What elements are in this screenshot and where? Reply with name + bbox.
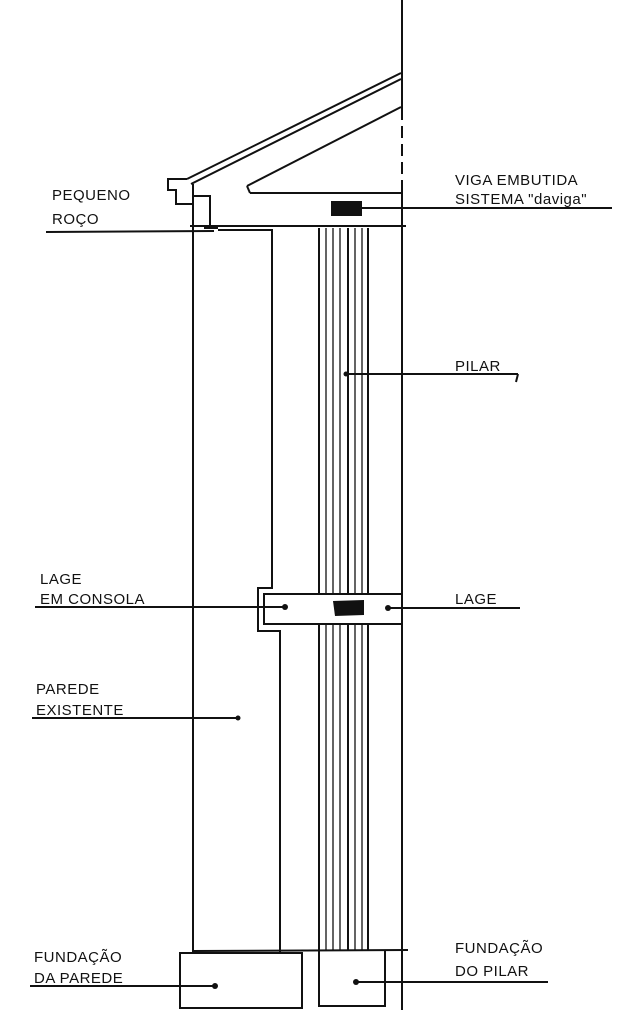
existing-wall [192, 184, 281, 952]
label-pilar: PILAR [455, 358, 501, 375]
label-fundacao-pilar-2: DO PILAR [455, 963, 529, 980]
leader-lines [30, 207, 612, 989]
label-lage-consola-2: EM CONSOLA [40, 591, 145, 608]
wall-foundation [179, 952, 303, 1009]
label-viga-embutida-1: VIGA EMBUTIDA [455, 172, 578, 189]
label-parede-1: PAREDE [36, 681, 100, 698]
label-lage: LAGE [455, 591, 497, 608]
label-fundacao-parede-2: DA PAREDE [34, 970, 123, 987]
small-groove [204, 225, 218, 229]
label-viga-embutida-2: SISTEMA "daviga" [455, 191, 587, 208]
label-lage-consola-1: LAGE [40, 571, 82, 588]
label-pequeno-roco-1: PEQUENO [52, 187, 131, 204]
label-fundacao-pilar-1: FUNDAÇÃO [455, 940, 543, 957]
pillar [318, 228, 369, 950]
roof-overhang [167, 72, 406, 229]
ground-line [192, 949, 409, 952]
embedded-beam [331, 201, 362, 216]
pillar-foundation [318, 951, 386, 1007]
label-parede-2: EXISTENTE [36, 702, 124, 719]
label-pequeno-roco-2: ROÇO [52, 211, 99, 228]
label-fundacao-parede-1: FUNDAÇÃO [34, 949, 122, 966]
